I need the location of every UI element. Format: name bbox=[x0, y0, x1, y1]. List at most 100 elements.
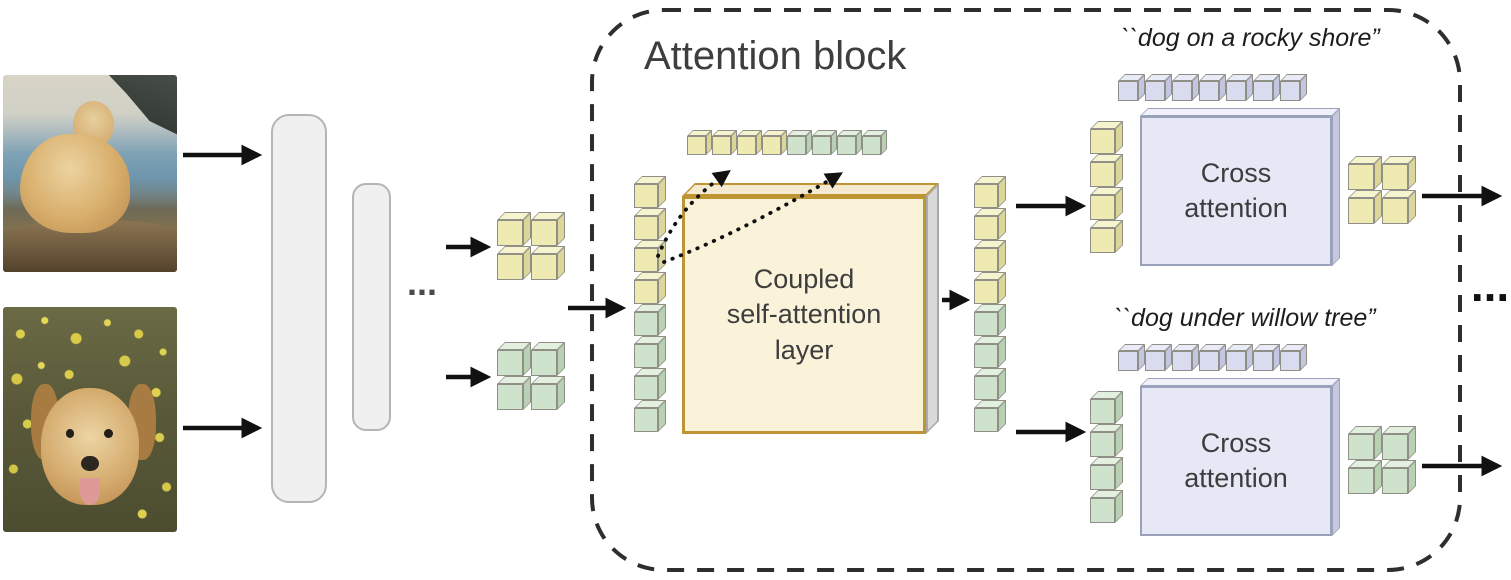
yellow-token-cube bbox=[974, 176, 1006, 208]
cross-attn-output-grid-bottom bbox=[1348, 426, 1416, 494]
yellow-token-cube bbox=[634, 176, 666, 208]
green-token-cube bbox=[1382, 426, 1416, 460]
green-token-cube bbox=[497, 376, 531, 410]
green-token-cube bbox=[497, 342, 531, 376]
yellow-token-cube bbox=[531, 246, 565, 280]
coupled-box-top-face bbox=[682, 183, 939, 196]
photo-dog-eye-right bbox=[103, 428, 113, 438]
input-photo-willow-flowers bbox=[3, 307, 177, 532]
lavender-token-cube bbox=[1253, 74, 1280, 101]
green-token-cube bbox=[974, 368, 1006, 400]
photo-dog-eye-left bbox=[65, 428, 75, 438]
lavender-token-cube bbox=[1145, 344, 1172, 371]
cube-grid-row bbox=[497, 376, 565, 410]
yellow-token-cube bbox=[712, 130, 737, 155]
lavender-token-cube bbox=[1172, 344, 1199, 371]
green-token-cube bbox=[974, 336, 1006, 368]
yellow-token-cube bbox=[974, 240, 1006, 272]
cube-grid-row bbox=[1348, 156, 1416, 190]
lavender-token-cube bbox=[1226, 74, 1253, 101]
green-token-cube bbox=[1348, 460, 1382, 494]
green-token-cube bbox=[974, 400, 1006, 432]
text-token-row-bottom bbox=[1118, 344, 1307, 371]
photo-dog-tongue bbox=[79, 478, 101, 505]
green-token-cube bbox=[1090, 391, 1123, 424]
encoder-layer-bar-2 bbox=[352, 183, 391, 431]
yellow-token-cube bbox=[737, 130, 762, 155]
green-token-cube bbox=[1090, 490, 1123, 523]
cube-grid-row bbox=[1348, 426, 1416, 460]
coupled-output-token-stack bbox=[974, 176, 1006, 432]
cross-attention-label-bottom: Cross attention bbox=[1184, 427, 1288, 493]
lavender-token-cube bbox=[1199, 344, 1226, 371]
yellow-token-cube bbox=[1348, 156, 1382, 190]
green-token-cube bbox=[837, 130, 862, 155]
green-token-cube bbox=[1090, 457, 1123, 490]
cross-attn-input-stack-bottom bbox=[1090, 391, 1123, 523]
green-token-cube bbox=[634, 368, 666, 400]
latent-grid-green bbox=[497, 342, 565, 410]
coupled-input-token-stack bbox=[634, 176, 666, 432]
photo-dog-body-shape bbox=[20, 134, 130, 233]
green-token-cube bbox=[634, 400, 666, 432]
photo-dog-nose bbox=[81, 455, 99, 472]
cross-attn-bottom-box-top-face bbox=[1140, 378, 1340, 386]
cube-grid-row bbox=[1348, 460, 1416, 494]
green-token-cube bbox=[1382, 460, 1416, 494]
green-token-cube bbox=[812, 130, 837, 155]
cross-attn-output-grid-top bbox=[1348, 156, 1416, 224]
yellow-token-cube bbox=[497, 212, 531, 246]
yellow-token-cube bbox=[1090, 154, 1123, 187]
lavender-token-cube bbox=[1199, 74, 1226, 101]
cube-grid-row bbox=[497, 212, 565, 246]
lavender-token-cube bbox=[1253, 344, 1280, 371]
cube-grid-row bbox=[497, 246, 565, 280]
yellow-token-cube bbox=[1382, 190, 1416, 224]
coupled-self-attention-label: Coupled self-attention layer bbox=[726, 264, 882, 365]
yellow-token-cube bbox=[762, 130, 787, 155]
lavender-token-cube bbox=[1145, 74, 1172, 101]
cross-attn-bottom-box-side-face bbox=[1332, 378, 1340, 536]
yellow-token-cube bbox=[634, 272, 666, 304]
green-token-cube bbox=[787, 130, 812, 155]
attention-block-title: Attention block bbox=[644, 34, 907, 78]
yellow-token-cube bbox=[1382, 156, 1416, 190]
green-token-cube bbox=[531, 342, 565, 376]
lavender-token-cube bbox=[1118, 74, 1145, 101]
cross-attn-top-box-side-face bbox=[1332, 108, 1340, 266]
green-token-cube bbox=[1348, 426, 1382, 460]
cross-attn-input-stack-top bbox=[1090, 121, 1123, 253]
yellow-token-cube bbox=[634, 240, 666, 272]
cross-attention-label-top: Cross attention bbox=[1184, 157, 1288, 223]
green-token-cube bbox=[974, 304, 1006, 336]
yellow-token-cube bbox=[1348, 190, 1382, 224]
encoder-layer-bar-1 bbox=[271, 114, 327, 503]
skip-token-row bbox=[687, 130, 887, 155]
green-token-cube bbox=[1090, 424, 1123, 457]
prompt-caption-bottom: ``dog under willow tree” bbox=[1114, 304, 1376, 332]
coupled-box-side-face bbox=[926, 183, 939, 434]
encoder-ellipsis: ... bbox=[406, 262, 437, 303]
cross-attn-top-box-top-face bbox=[1140, 108, 1340, 116]
green-token-cube bbox=[531, 376, 565, 410]
lavender-token-cube bbox=[1280, 344, 1307, 371]
cross-attention-box-top: Cross attention bbox=[1140, 116, 1332, 266]
yellow-token-cube bbox=[974, 272, 1006, 304]
text-token-row-top bbox=[1118, 74, 1307, 101]
lavender-token-cube bbox=[1280, 74, 1307, 101]
lavender-token-cube bbox=[1118, 344, 1145, 371]
green-token-cube bbox=[862, 130, 887, 155]
green-token-cube bbox=[634, 336, 666, 368]
yellow-token-cube bbox=[1090, 187, 1123, 220]
cube-grid-row bbox=[497, 342, 565, 376]
right-ellipsis: ... bbox=[1470, 259, 1510, 311]
latent-grid-yellow bbox=[497, 212, 565, 280]
lavender-token-cube bbox=[1226, 344, 1253, 371]
prompt-caption-top: ``dog on a rocky shore” bbox=[1121, 24, 1380, 52]
coupled-self-attention-box: Coupled self-attention layer bbox=[682, 196, 926, 434]
cube-grid-row bbox=[1348, 190, 1416, 224]
yellow-token-cube bbox=[531, 212, 565, 246]
yellow-token-cube bbox=[687, 130, 712, 155]
yellow-token-cube bbox=[497, 246, 531, 280]
